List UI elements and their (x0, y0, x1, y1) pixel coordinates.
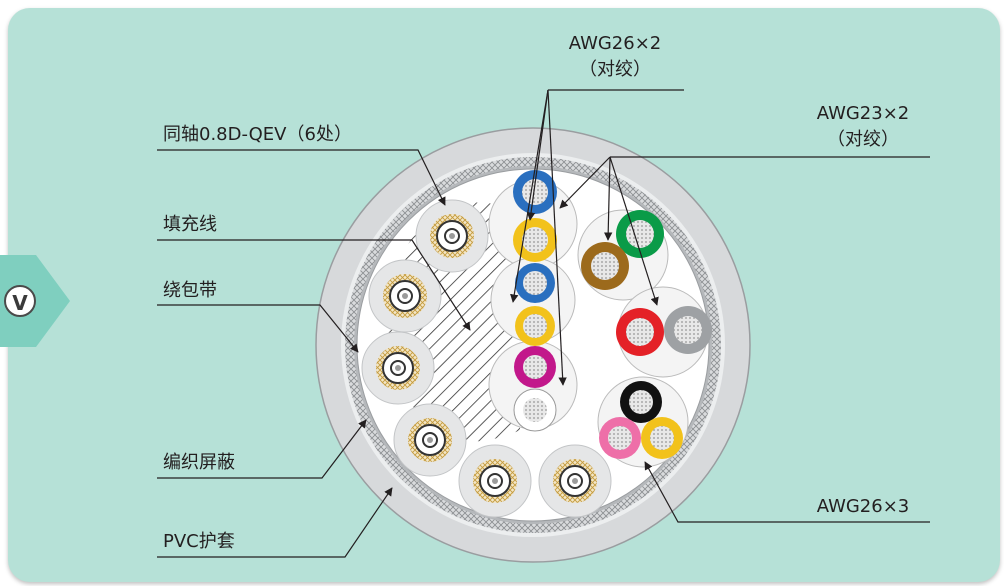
leader-jacket (157, 487, 393, 558)
conductor-green (616, 210, 664, 258)
label-awg26x2: AWG26×2 (568, 33, 662, 54)
coax-cable (368, 259, 442, 333)
coax-cable (415, 199, 489, 273)
coax-cable (538, 444, 612, 518)
leader-tape (157, 304, 359, 353)
label-coax: 同轴0.8D-QEV（6处） (163, 124, 352, 145)
conductor-gray (664, 306, 712, 354)
section-marker: V (4, 285, 36, 317)
coax-cable (458, 444, 532, 518)
label-awg26x3: AWG26×3 (816, 496, 910, 517)
conductor-black (620, 381, 662, 423)
label-awg26x2-note: （对绞） (579, 59, 651, 80)
conductor-yellow (513, 218, 557, 262)
label-braid: 编织屏蔽 (163, 452, 235, 473)
label-tape: 绕包带 (163, 280, 217, 301)
label-awg23x2: AWG23×2 (816, 103, 910, 124)
leader-filler (157, 239, 471, 331)
label-jacket: PVC护套 (163, 531, 235, 552)
conductor-blue (513, 170, 557, 214)
coax-cable (361, 331, 435, 405)
label-filler: 填充线 (163, 214, 217, 235)
conductor-white (513, 388, 557, 432)
conductor-magenta (514, 346, 556, 388)
leader-coax (157, 149, 446, 206)
conductor-yellow (641, 417, 683, 459)
leader-awg26x3 (644, 461, 930, 523)
conductor-pink (599, 417, 641, 459)
conductor-blue (515, 263, 555, 303)
coax-cable (393, 403, 467, 477)
conductor-yellow (515, 306, 555, 346)
conductor-brown (581, 242, 629, 290)
label-awg23x2-note: （对绞） (827, 129, 899, 150)
conductor-red (616, 308, 664, 356)
leader-braid (157, 419, 367, 479)
